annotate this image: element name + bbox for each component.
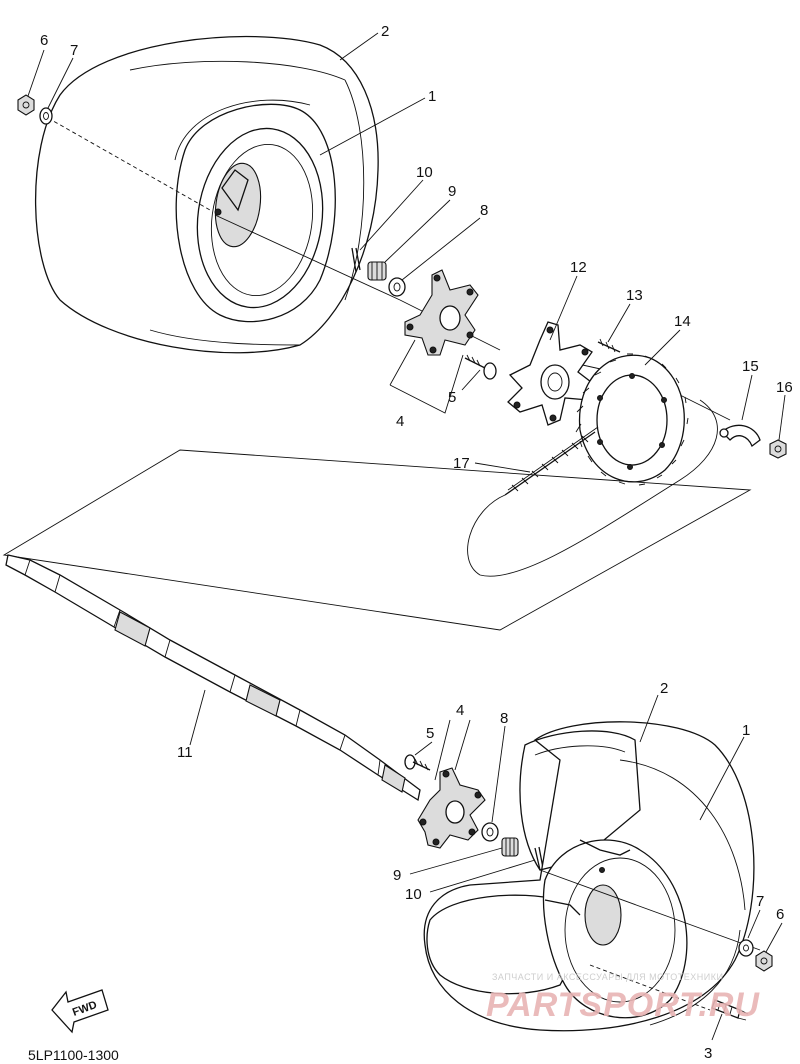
callout-12: 12 xyxy=(570,259,587,276)
callout-8-top: 8 xyxy=(480,202,488,219)
top-castle-nut xyxy=(367,261,387,281)
callout-8-bottom: 8 xyxy=(500,710,508,727)
callout-6-top: 6 xyxy=(40,32,48,49)
bottom-axis-dash xyxy=(589,964,711,1011)
callout-9-bottom: 9 xyxy=(393,867,401,884)
leader-lines xyxy=(27,32,786,1041)
top-washer-8 xyxy=(388,277,406,297)
axle-outline-box xyxy=(2,449,752,631)
sprocket-hub xyxy=(507,321,596,426)
callout-1-top: 1 xyxy=(428,88,436,105)
top-washer xyxy=(39,107,53,125)
callout-4-top: 4 xyxy=(396,413,404,430)
top-bolt xyxy=(464,354,497,380)
callout-3: 3 xyxy=(704,1045,712,1062)
fwd-arrow-icon: FWD xyxy=(51,989,109,1034)
callout-2-top: 2 xyxy=(381,23,389,40)
watermark-logo: PARTSPORT.RU xyxy=(486,986,760,1024)
wheel-stud xyxy=(711,999,749,1021)
callout-14: 14 xyxy=(674,313,691,330)
callout-labels: 6 7 2 1 10 9 8 12 13 14 15 16 5 4 17 11 … xyxy=(40,23,793,1062)
bottom-hub xyxy=(417,767,486,849)
chain-guard-bracket xyxy=(719,424,761,448)
bracket-nut xyxy=(769,439,787,459)
sprocket xyxy=(575,353,689,486)
drive-chain xyxy=(467,399,718,577)
callout-9-top: 9 xyxy=(448,183,456,200)
top-axis-line-2 xyxy=(214,214,401,301)
top-axis-line xyxy=(47,117,211,211)
callout-2-bottom: 2 xyxy=(660,680,668,697)
bottom-bolt xyxy=(404,754,431,771)
top-nut xyxy=(17,94,35,116)
watermark-tagline: ЗАПЧАСТИ И АКСЕССУАРЫ ДЛЯ МОТОТЕХНИКИ xyxy=(492,972,723,982)
watermark: ЗАПЧАСТИ И АКСЕССУАРЫ ДЛЯ МОТОТЕХНИКИ PA… xyxy=(486,972,760,1024)
bottom-nut xyxy=(755,950,773,972)
bottom-washer-8 xyxy=(481,822,499,842)
diagram-code: 5LP1100-1300 xyxy=(28,1047,119,1063)
callout-15: 15 xyxy=(742,358,759,375)
top-cotter-pin xyxy=(351,247,361,273)
callout-17: 17 xyxy=(453,455,470,472)
callout-5-bottom: 5 xyxy=(426,725,434,742)
callout-4-bottom: 4 xyxy=(456,702,464,719)
callout-13: 13 xyxy=(626,287,643,304)
bottom-castle-nut xyxy=(501,837,519,857)
bottom-washer xyxy=(738,939,754,957)
callout-7-bottom: 7 xyxy=(756,893,764,910)
top-hub xyxy=(404,269,479,356)
callout-5-top: 5 xyxy=(448,389,456,406)
rear-axle xyxy=(5,554,421,802)
callout-7-top: 7 xyxy=(70,42,78,59)
callout-16: 16 xyxy=(776,379,793,396)
callout-10-top: 10 xyxy=(416,164,433,181)
sprocket-bolt xyxy=(597,338,621,353)
top-rim xyxy=(196,127,324,309)
callout-11: 11 xyxy=(177,744,193,761)
callout-6-bottom: 6 xyxy=(776,906,784,923)
callout-1-bottom: 1 xyxy=(742,722,750,739)
callout-10-bottom: 10 xyxy=(405,886,422,903)
bottom-axis-line xyxy=(539,869,761,951)
